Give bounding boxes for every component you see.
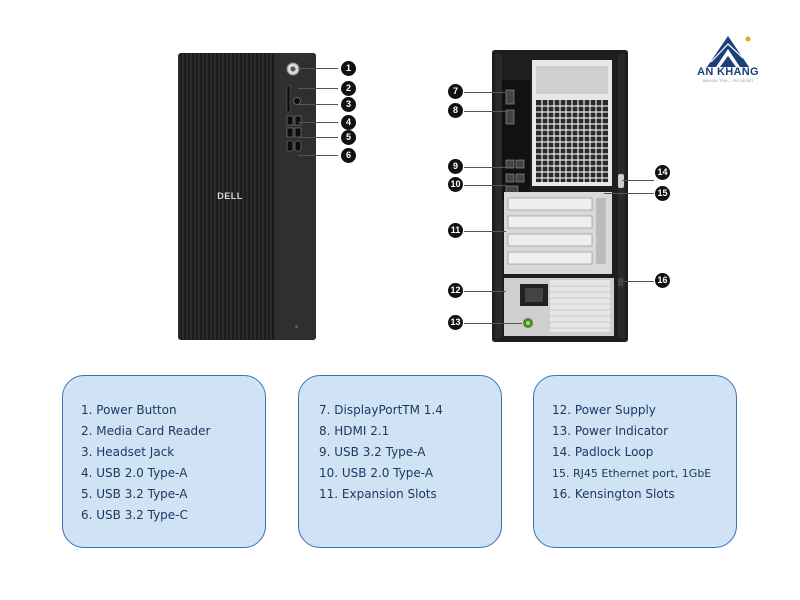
logo-brand-text: AN KHANG — [697, 66, 759, 78]
legend-item: 10. USB 2.0 Type-A — [319, 466, 434, 480]
lead-line-2 — [298, 88, 338, 89]
legend-item: 2. Media Card Reader — [81, 424, 211, 438]
callout-2: 2 — [341, 81, 356, 96]
callout-9: 9 — [448, 159, 463, 174]
legend-item: 12. Power Supply — [552, 403, 656, 417]
lead-line-5 — [298, 137, 338, 138]
callout-4: 4 — [341, 115, 356, 130]
legend-item: 4. USB 2.0 Type-A — [81, 466, 188, 480]
callout-12: 12 — [448, 283, 463, 298]
lead-line-15 — [604, 193, 654, 194]
lead-line-14 — [622, 180, 654, 181]
legend-box-rear-io: 7. DisplayPortTM 1.4 8. HDMI 2.1 9. USB … — [298, 375, 502, 548]
lead-line-3 — [298, 104, 338, 105]
legend-box-rear-power: 12. Power Supply 13. Power Indicator 14.… — [533, 375, 737, 548]
logo-tagline: BÁN MÁY TÍNH — PHÍ CÀI ĐẶT — [702, 79, 754, 83]
legend-item: 16. Kensington Slots — [552, 487, 675, 501]
legend-item: 5. USB 3.2 Type-A — [81, 487, 188, 501]
lead-line-6 — [298, 155, 338, 156]
front-ports-drawing — [286, 62, 302, 328]
legend-item: 1. Power Button — [81, 403, 177, 417]
callout-5: 5 — [341, 130, 356, 145]
lead-line-9 — [464, 167, 506, 168]
callout-14: 14 — [655, 165, 670, 180]
callout-11: 11 — [448, 223, 463, 238]
callout-10: 10 — [448, 177, 463, 192]
legend-item: 7. DisplayPortTM 1.4 — [319, 403, 443, 417]
legend-item: 14. Padlock Loop — [552, 445, 654, 459]
rear-ports-drawing — [492, 50, 628, 342]
legend-item: 15. RJ45 Ethernet port, 1GbE — [552, 467, 712, 480]
an-khang-logo-icon — [707, 36, 751, 67]
legend-item: 13. Power Indicator — [552, 424, 669, 438]
legend-item: 9. USB 3.2 Type-A — [319, 445, 426, 459]
legend-box-front: 1. Power Button 2. Media Card Reader 3. … — [62, 375, 266, 548]
legend-item: 8. HDMI 2.1 — [319, 424, 390, 438]
lead-line-1 — [298, 68, 338, 69]
lead-line-4 — [298, 122, 338, 123]
lead-line-16 — [622, 281, 654, 282]
callout-13: 13 — [448, 315, 463, 330]
lead-line-7 — [464, 92, 506, 93]
callout-6: 6 — [341, 148, 356, 163]
callout-1: 1 — [341, 61, 356, 76]
legend-item: 3. Headset Jack — [81, 445, 175, 459]
lead-line-10 — [464, 185, 506, 186]
lead-line-8 — [464, 111, 506, 112]
legend-item: 6. USB 3.2 Type-C — [81, 508, 188, 522]
lead-line-12 — [464, 291, 506, 292]
callout-16: 16 — [655, 273, 670, 288]
legend-item: 11. Expansion Slots — [319, 487, 437, 501]
lead-line-11 — [464, 231, 506, 232]
dell-logo: DELL — [217, 191, 243, 201]
callout-8: 8 — [448, 103, 463, 118]
callout-15: 15 — [655, 186, 670, 201]
callout-3: 3 — [341, 97, 356, 112]
callout-7: 7 — [448, 84, 463, 99]
lead-line-13 — [464, 323, 522, 324]
